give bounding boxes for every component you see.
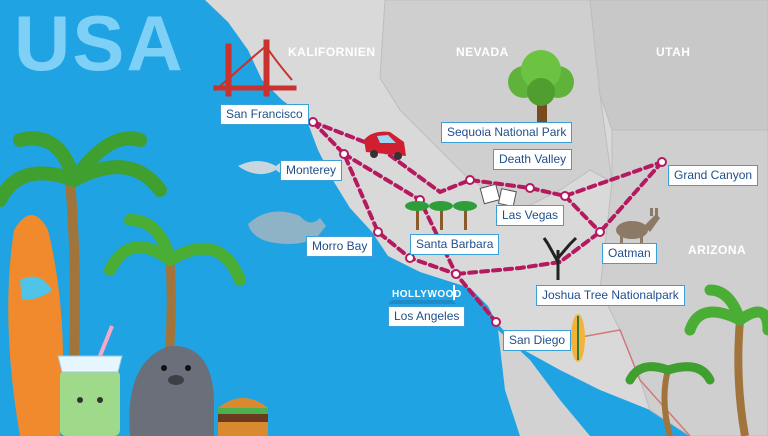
region-nevada: NEVADA xyxy=(456,45,509,59)
seal-icon xyxy=(129,345,214,436)
city-las-vegas[interactable]: Las Vegas xyxy=(496,205,565,226)
region-california: KALIFORNIEN xyxy=(288,45,376,59)
city-san-diego[interactable]: San Diego xyxy=(503,330,572,351)
dice-icon xyxy=(479,183,517,208)
route-nodes xyxy=(308,117,667,327)
palm-trees-icon xyxy=(405,201,477,230)
golden-gate-bridge-icon xyxy=(213,39,297,97)
baja-peninsula xyxy=(498,330,590,436)
hollywood-sign-icon xyxy=(388,285,456,304)
burger-icon xyxy=(218,398,268,436)
region-arizona: ARIZONA xyxy=(688,243,747,257)
surfboard-icon xyxy=(8,215,64,436)
joshua-tree-icon xyxy=(542,236,578,280)
city-death-valley[interactable]: Death Valley xyxy=(493,149,573,170)
city-monterey[interactable]: Monterey xyxy=(280,160,343,181)
smoothie-icon xyxy=(57,325,123,436)
hollywood-sign-label: HOLLYWOOD xyxy=(392,289,462,300)
surfboard-icon xyxy=(571,314,585,362)
city-santa-barbara[interactable]: Santa Barbara xyxy=(410,234,500,255)
city-san-francisco[interactable]: San Francisco xyxy=(220,104,309,125)
car-icon xyxy=(364,131,406,160)
city-grand-canyon[interactable]: Grand Canyon xyxy=(668,165,759,186)
state-arizona xyxy=(599,129,768,436)
city-joshua-tree[interactable]: Joshua Tree Nationalpark xyxy=(536,285,685,306)
whale-icon xyxy=(248,211,326,244)
city-oatman[interactable]: Oatman xyxy=(602,243,657,264)
city-los-angeles[interactable]: Los Angeles xyxy=(388,306,466,327)
tree-icon xyxy=(508,50,574,122)
city-morro-bay[interactable]: Morro Bay xyxy=(306,236,374,257)
fish-icon xyxy=(238,160,284,176)
region-utah: UTAH xyxy=(656,45,691,59)
city-sequoia[interactable]: Sequoia National Park xyxy=(441,122,573,143)
map-title: USA xyxy=(14,0,185,87)
state-utah xyxy=(589,0,768,131)
donkey-icon xyxy=(616,208,660,246)
